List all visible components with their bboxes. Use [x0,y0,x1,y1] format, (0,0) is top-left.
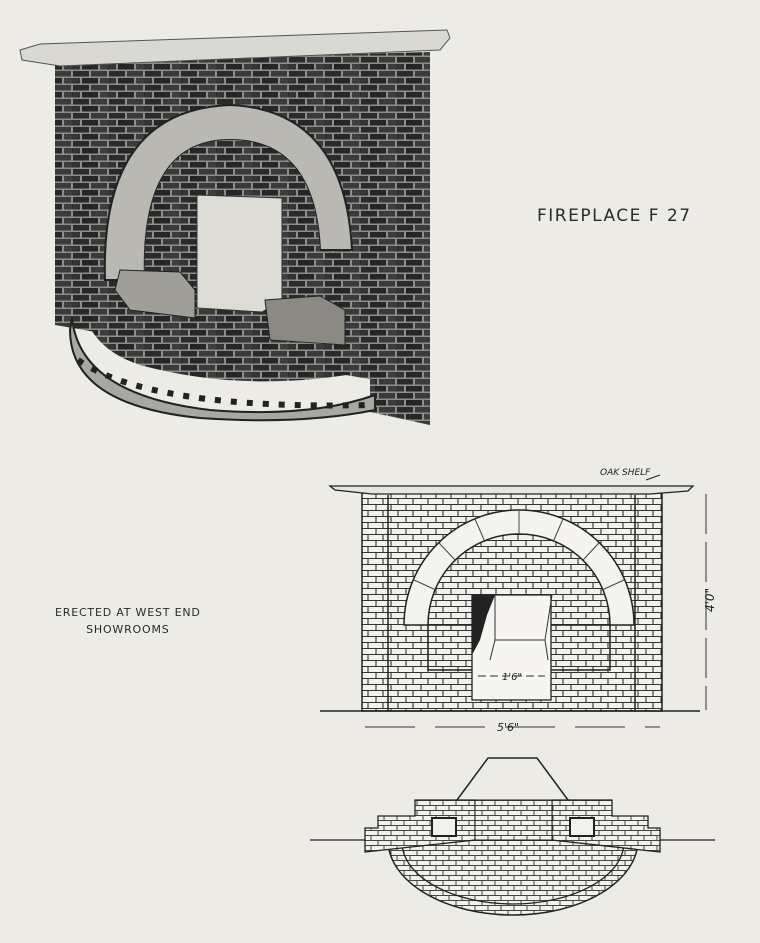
page-title: FIREPLACE F 27 [537,206,692,226]
caption-line: ERECTED AT WEST END [55,606,201,619]
caption-line: SHOWROOMS [86,623,170,636]
width-dimension: 5'6" [497,721,519,734]
height-dimension: 4'0" [703,588,717,612]
caption: ERECTED AT WEST END SHOWROOMS [55,604,201,638]
opening-dimension: 1'6" [502,672,522,683]
oak-shelf-label: OAK SHELF [600,468,651,478]
